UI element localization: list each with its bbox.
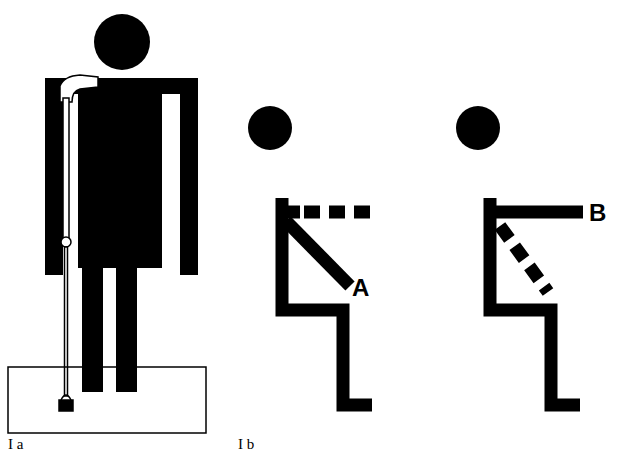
raised-arm-dashed (304, 206, 372, 219)
lowered-arm-dashed (500, 226, 548, 292)
cord (65, 247, 68, 396)
figure-label: I b (238, 437, 254, 452)
figure-label: I a (8, 437, 23, 452)
body-and-leg (282, 198, 372, 405)
raised-arm (490, 206, 583, 219)
torso (78, 78, 162, 268)
left-arm (45, 78, 63, 275)
lowered-arm (286, 221, 350, 286)
head (456, 106, 500, 150)
rod-joint (61, 237, 71, 247)
weight-device (59, 75, 98, 411)
figure-label: B (589, 201, 606, 225)
body-and-leg (490, 198, 580, 405)
right-arm (180, 78, 198, 275)
head (94, 14, 150, 70)
head (248, 106, 292, 150)
seated-figure-b (456, 106, 583, 405)
right-leg (116, 262, 137, 392)
platform-box (8, 367, 206, 433)
seated-figure-a (248, 106, 372, 405)
shoulder (282, 206, 300, 219)
left-leg (82, 262, 103, 392)
weight (59, 400, 73, 411)
figure-label: A (352, 276, 369, 300)
rod (63, 98, 69, 238)
